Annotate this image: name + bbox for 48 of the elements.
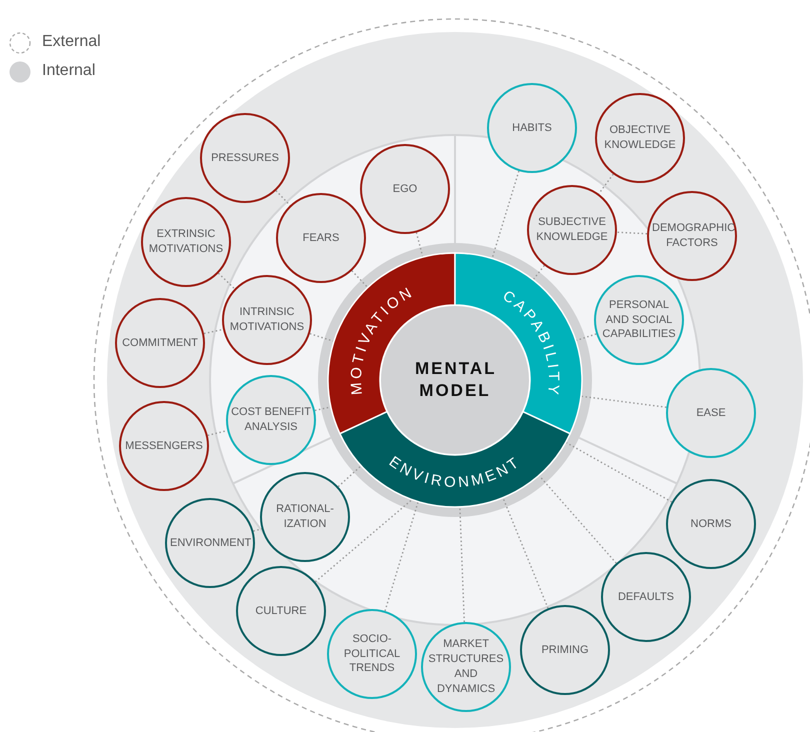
factor-label: RATIONAL- IZATION (275, 502, 335, 532)
dotted-connector (492, 170, 520, 258)
factor-label: SOCIO- POLITICAL TRENDS (342, 632, 402, 676)
factor-label: COMMITMENT (121, 336, 199, 350)
dotted-connector (416, 232, 424, 256)
factor-label: MARKET STRUCTURES AND DYNAMICS (427, 637, 505, 697)
factor-label: FEARS (302, 230, 340, 246)
factor-label: SUBJECTIVE KNOWLEDGE (535, 215, 609, 245)
factor-label: INTRINSIC MOTIVATIONS (228, 305, 306, 335)
dotted-connector (576, 333, 596, 341)
factor-label: EGO (392, 182, 418, 196)
factor-label: EASE (695, 406, 727, 420)
dotted-connector (310, 333, 334, 342)
factor-label: EXTRINSIC MOTIVATIONS (148, 227, 224, 257)
factor-label: OBJECTIVE KNOWLEDGE (603, 123, 677, 153)
dotted-connector (616, 232, 648, 234)
dotted-connector (502, 498, 549, 609)
dotted-connector (566, 442, 672, 503)
factor-label: PERSONAL AND SOCIAL CAPABILITIES (601, 298, 677, 342)
dotted-connector (253, 528, 262, 532)
factor-label: PRESSURES (210, 150, 280, 166)
dotted-connector (384, 502, 419, 612)
factor-label: COST BENEFIT ANALYSIS (231, 405, 311, 435)
factor-label: ENVIRONMENT (170, 536, 250, 550)
factor-label: MESSENGERS (124, 438, 204, 454)
legend-label: Internal (42, 62, 96, 80)
dotted-connector (598, 174, 614, 194)
factor-label: PRIMING (540, 642, 590, 658)
ring-segment (339, 410, 571, 508)
dotted-connector (459, 508, 465, 622)
factor-label: DEMOGRAPHIC FACTORS (652, 221, 732, 251)
dotted-connector (582, 396, 666, 408)
factor-label: HABITS (511, 120, 553, 136)
legend-label: External (42, 33, 101, 51)
dotted-connector (533, 265, 545, 280)
factor-label: NORMS (690, 516, 732, 532)
dotted-connector (338, 466, 361, 488)
center-label: MENTAL MODEL (415, 358, 495, 402)
dotted-connector (208, 430, 228, 436)
factor-label: DEFAULTS (616, 590, 676, 604)
dotted-connector (275, 190, 291, 206)
dotted-connector (539, 476, 617, 564)
dotted-connector (218, 272, 236, 290)
dotted-connector (314, 500, 412, 582)
dotted-connector (351, 270, 368, 288)
dotted-connector (204, 328, 224, 334)
dotted-connector (314, 406, 330, 412)
factor-label: CULTURE (254, 604, 308, 618)
